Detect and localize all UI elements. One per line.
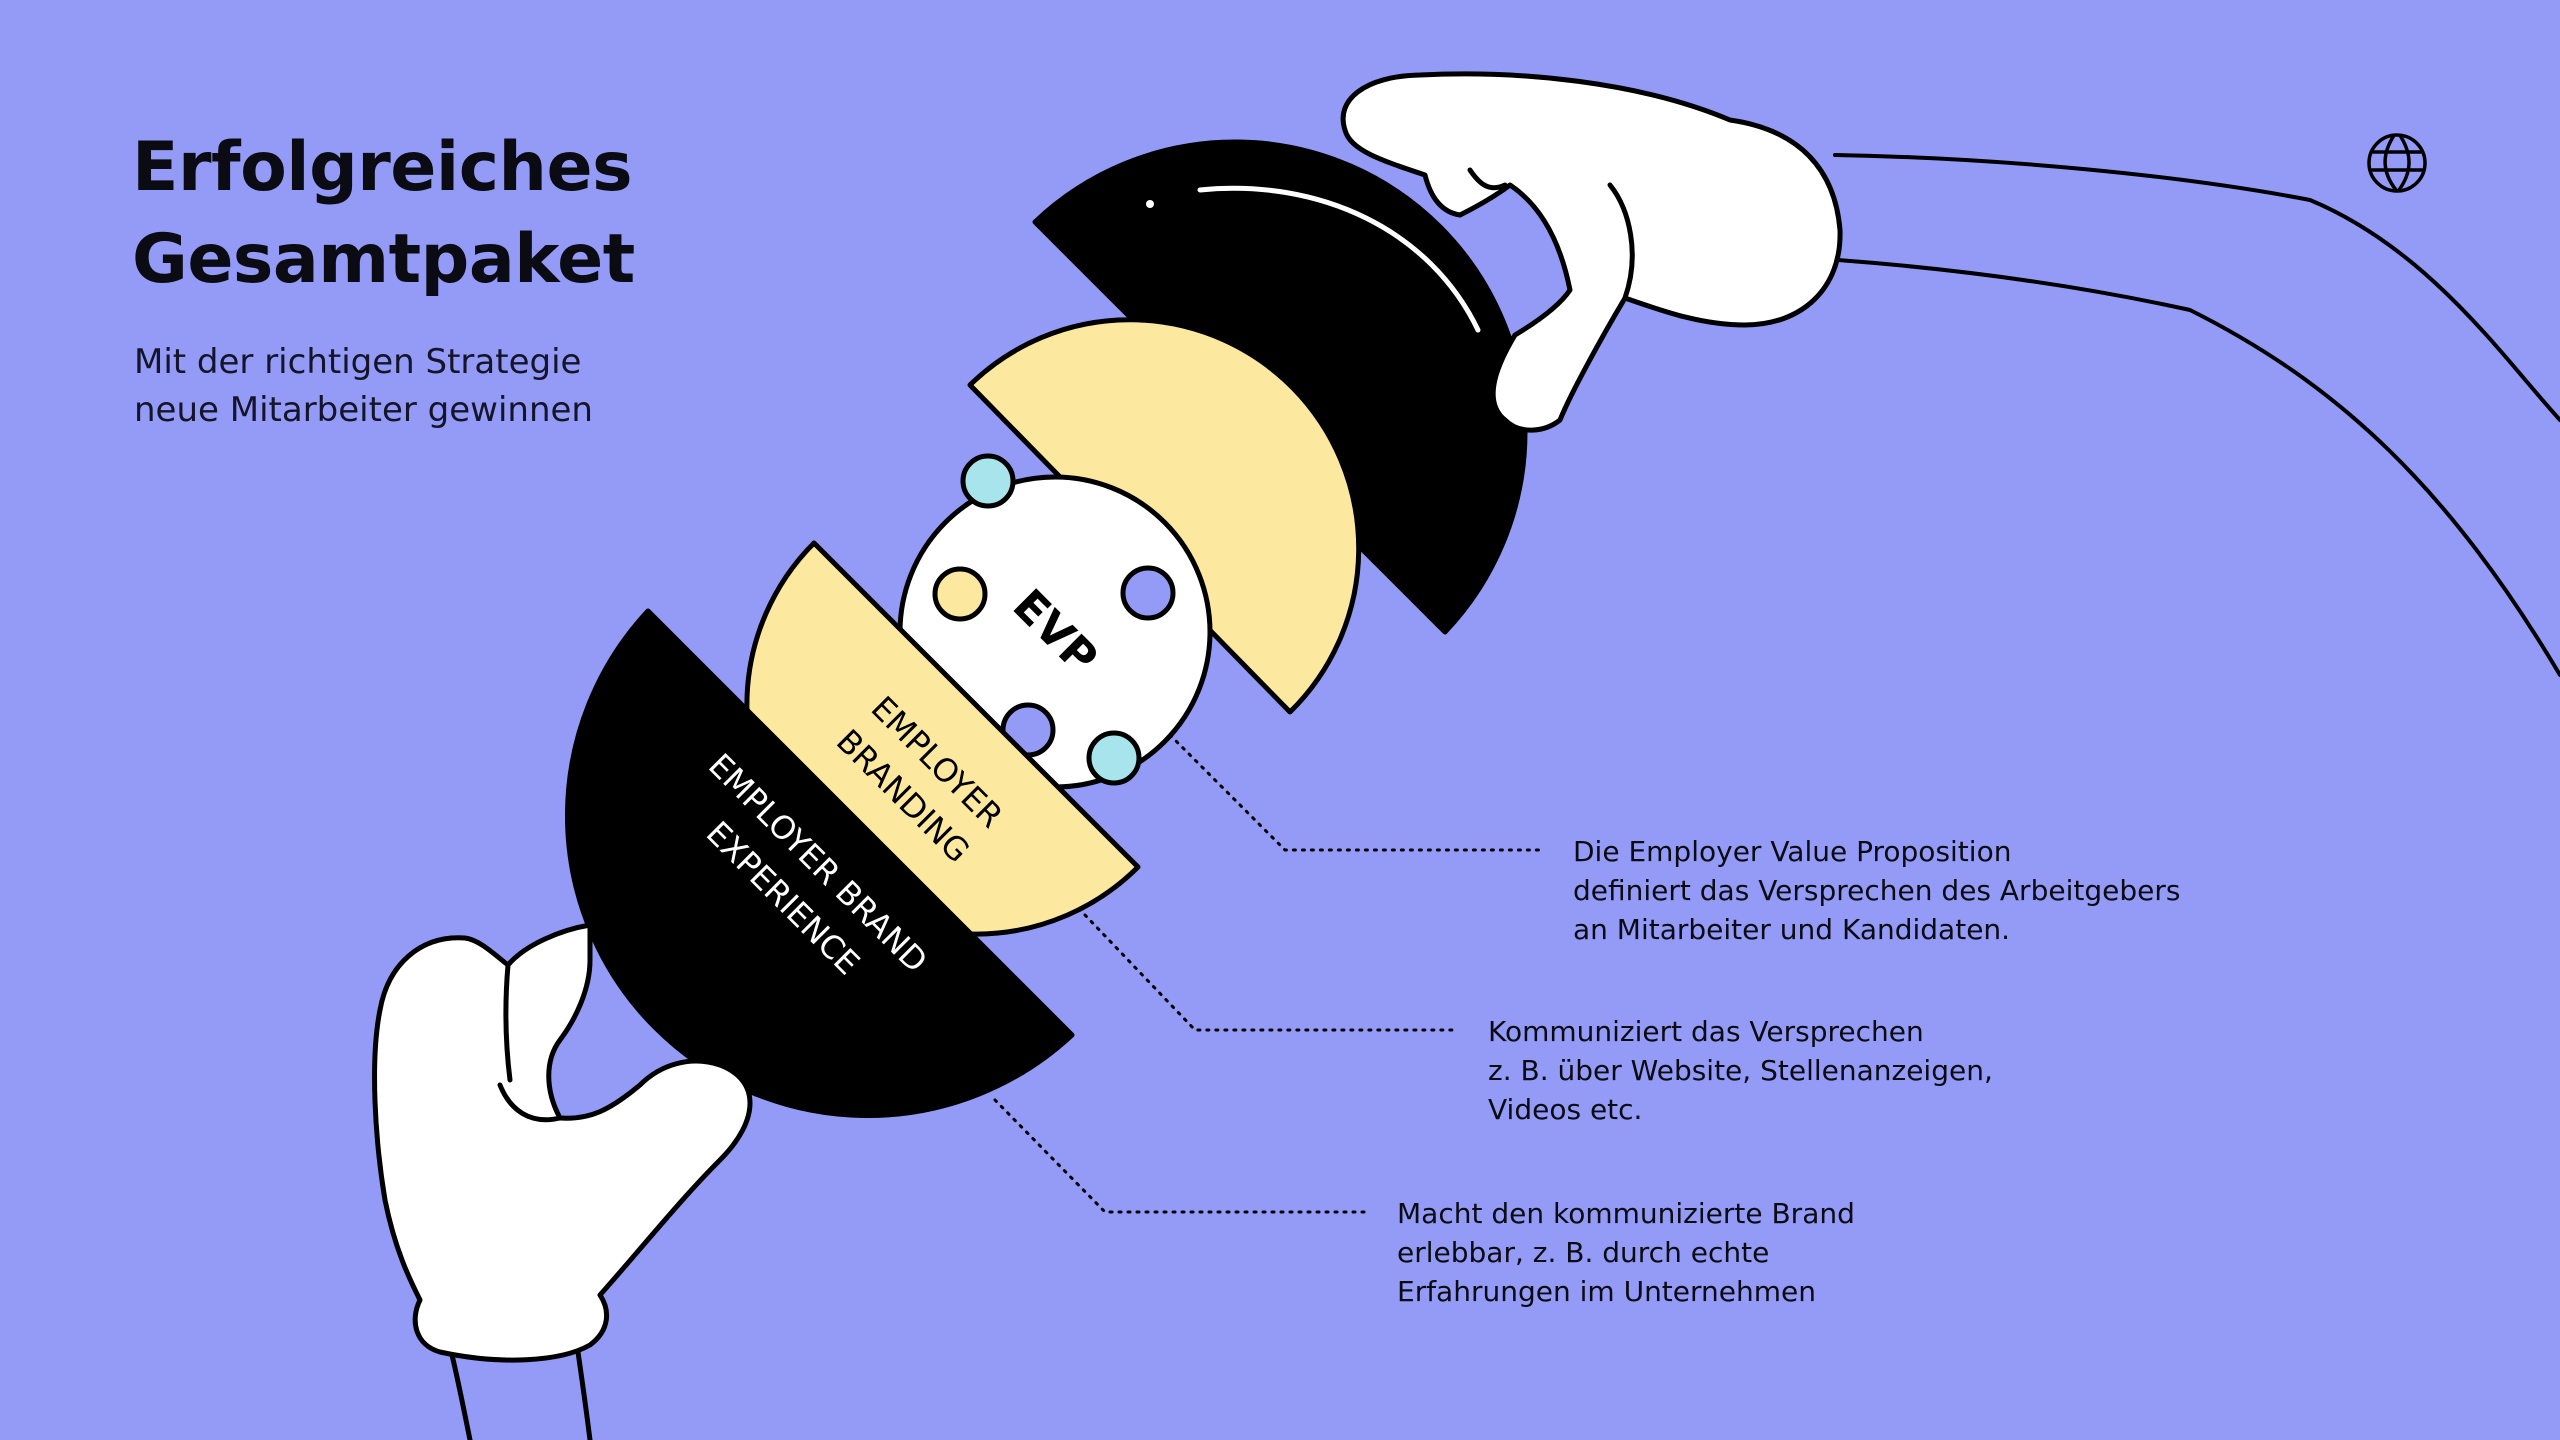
page-title-line1: Erfolgreiches [132,128,633,207]
callout-branding: Kommuniziert das Versprechen z. B. über … [1488,1012,1993,1129]
leader-line-evp [1168,733,1542,852]
bottom-hand-glove [372,922,753,1440]
core-dot-cyan [1086,730,1142,786]
page-subtitle-line1: Mit der richtigen Strategie [134,342,582,382]
upper-arm [1833,153,2560,677]
callout-experience-line1: Macht den kommunizierte Brand [1397,1197,1855,1230]
callout-evp-line1: Die Employer Value Proposition [1573,835,2012,868]
callout-branding-line3: Videos etc. [1488,1093,1643,1126]
leader-line-experience [993,1098,1367,1214]
core-dot-violet [1120,565,1176,621]
top-branding-layer [967,317,1362,715]
callout-evp-line3: an Mitarbeiter und Kandidaten. [1573,913,2011,946]
bottom-shell: EMPLOYER BRAND EXPERIENCE [565,608,1075,1118]
globe-logo-icon [2367,133,2427,193]
callout-branding-line2: z. B. über Website, Stellenanzeigen, [1488,1054,1993,1087]
callout-experience-line3: Erfahrungen im Unternehmen [1397,1275,1817,1308]
shell-highlight-dot [1146,200,1154,208]
callout-experience-line2: erlebbar, z. B. durch echte [1397,1236,1770,1269]
page-subtitle-line2: neue Mitarbeiter gewinnen [134,390,593,430]
leader-line-branding [1083,913,1457,1032]
shell-highlight [1197,185,1481,333]
callout-evp-line2: definiert das Versprechen des Arbeitgebe… [1573,874,2181,907]
page-title: Erfolgreiches Gesamtpaket [132,122,635,306]
core-dot-yellow [932,566,988,622]
callout-experience: Macht den kommunizierte Brand erlebbar, … [1397,1194,1855,1311]
leader-lines [993,733,1542,1214]
core-dot-cyan [960,453,1016,509]
callout-evp: Die Employer Value Proposition definiert… [1573,832,2180,949]
page-subtitle: Mit der richtigen Strategie neue Mitarbe… [134,338,593,434]
top-hand-glove [1340,71,1843,433]
page-title-line2: Gesamtpaket [132,220,635,299]
callout-branding-line1: Kommuniziert das Versprechen [1488,1015,1924,1048]
